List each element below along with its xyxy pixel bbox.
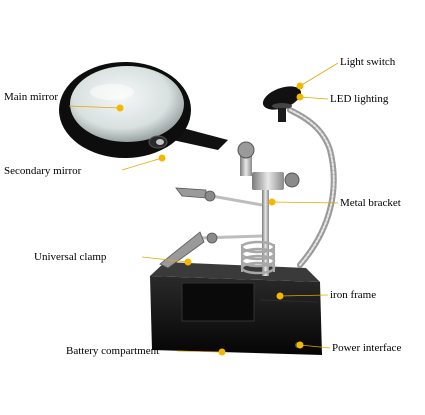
iron-frame-coil [240, 240, 276, 275]
base [150, 262, 322, 355]
label-led-lighting: LED lighting [330, 93, 389, 105]
gooseneck-arm [287, 107, 337, 268]
metal-post [237, 141, 300, 276]
label-universal-clamp: Universal clamp [34, 251, 107, 263]
callout-dots [116, 82, 304, 356]
led-head [262, 86, 302, 122]
label-power-interface: Power interface [332, 342, 402, 354]
label-iron-frame: iron frame [330, 289, 377, 301]
leader-lines [68, 62, 339, 353]
label-main-mirror: Main mirror [4, 91, 59, 103]
label-battery-compartment: Battery compartment [66, 345, 160, 357]
magnifier [59, 62, 228, 158]
label-light-switch: Light switch [340, 56, 396, 68]
label-metal-bracket: Metal bracket [340, 197, 401, 209]
label-secondary-mirror: Secondary mirror [4, 165, 82, 177]
clamp-arms [159, 187, 263, 269]
